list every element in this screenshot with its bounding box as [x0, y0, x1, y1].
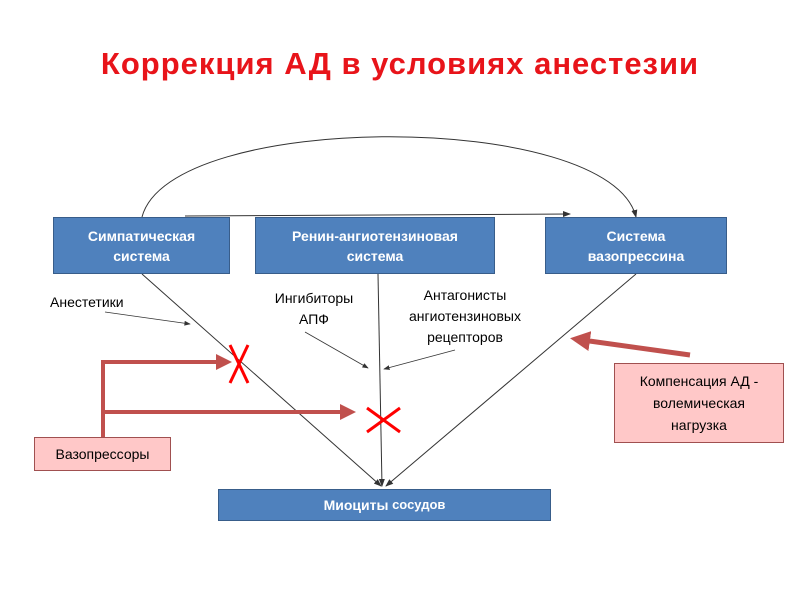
anesthetics-pointer: [104, 311, 191, 326]
anesthetics-label: Анестетики: [50, 294, 124, 310]
line-renin-myocytes: [377, 273, 385, 487]
compensation-arrow: [570, 331, 691, 358]
antagonist-pointer: [383, 349, 456, 370]
angiotensin-antagonists-label: Антагонисты ангиотензиновых рецепторов: [409, 287, 521, 345]
vascular-myocytes-box: Миоциты сосудов: [218, 489, 551, 521]
ace-inhibitors-label: Ингибиторы АПФ: [274, 290, 354, 327]
slide-title: Коррекция АД в условиях анестезии: [100, 46, 700, 81]
line-sympathetic-myocytes: [141, 273, 382, 487]
vasopressors-box: Вазопрессоры: [34, 437, 171, 471]
vasopressin-system-box: Система вазопрессина: [545, 217, 727, 274]
feedback-arc: [141, 136, 638, 218]
myocytes-label: Миоциты: [323, 497, 389, 513]
compensation-box: Компенсация АД - волемическая нагрузка: [614, 363, 784, 443]
myocytes-suffix: сосудов: [388, 497, 446, 512]
ace-pointer: [304, 331, 369, 369]
sympathetic-system-box: Симпатическая система: [53, 217, 230, 274]
renin-angiotensin-box: Ренин-ангиотензиновая система: [255, 217, 495, 274]
vasopressor-arrow-1: [101, 354, 232, 437]
line-vasopressin-myocytes: [385, 273, 637, 487]
cross-icon: [366, 406, 401, 434]
cross-icon: [228, 344, 250, 384]
top-connector: [184, 211, 571, 218]
